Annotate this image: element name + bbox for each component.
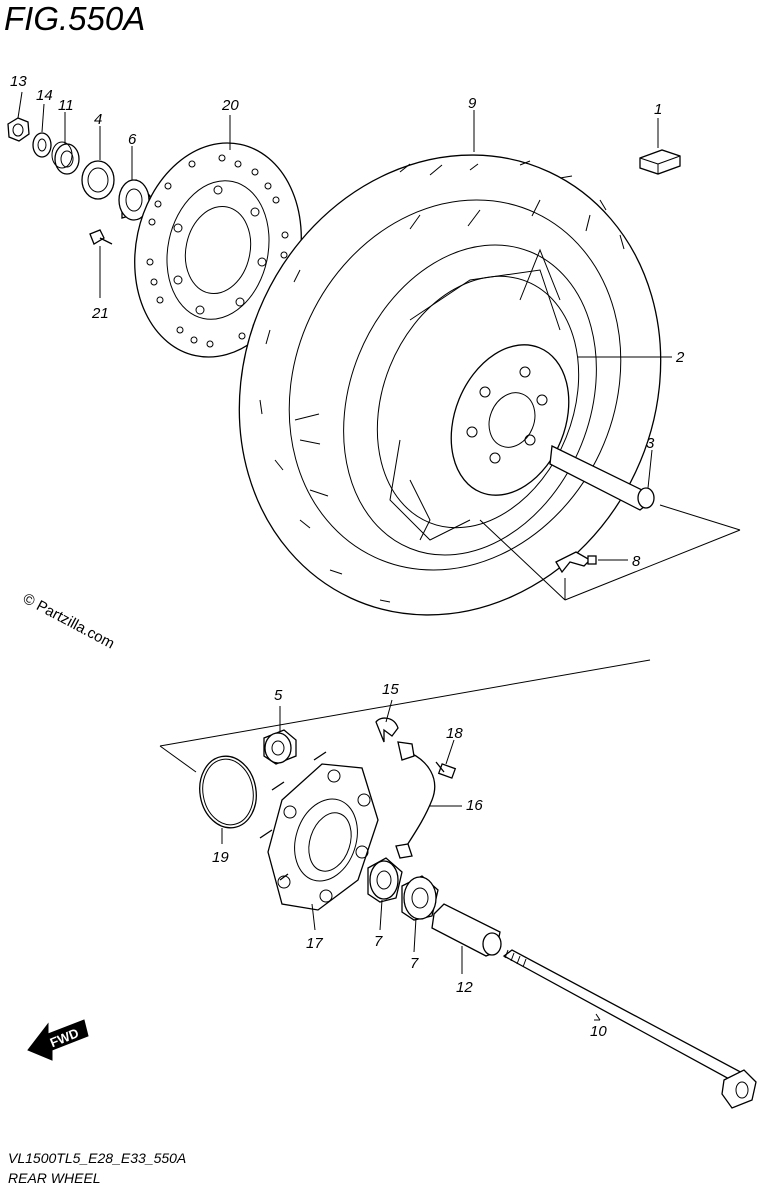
oil-seal-4[interactable] xyxy=(81,160,115,200)
callout-17: 17 xyxy=(306,935,323,952)
callout-19: 19 xyxy=(212,849,229,866)
callout-12: 12 xyxy=(456,979,473,996)
washer-14[interactable] xyxy=(32,132,52,158)
callout-18: 18 xyxy=(446,725,463,742)
wheel-rim-2[interactable] xyxy=(299,207,641,594)
wheel-hub xyxy=(450,344,570,496)
callout-5: 5 xyxy=(274,687,283,704)
callout-9: 9 xyxy=(468,95,477,112)
leader-lines-lower xyxy=(221,699,601,1021)
fwd-label: FWD xyxy=(48,1025,81,1050)
axle-nut-13[interactable] xyxy=(7,117,30,142)
brake-disc-20[interactable] xyxy=(115,127,320,372)
bearing-7-left[interactable] xyxy=(367,857,403,903)
valve-8[interactable] xyxy=(555,551,597,574)
balancer-1[interactable] xyxy=(639,149,681,175)
callout-14: 14 xyxy=(36,87,53,104)
callout-8: 8 xyxy=(632,553,641,570)
model-code: VL1500TL5_E28_E33_550A xyxy=(8,1150,187,1166)
callout-6: 6 xyxy=(128,131,137,148)
bearing-5[interactable] xyxy=(263,729,297,765)
leader-lines-upper xyxy=(17,91,741,601)
callout-21: 21 xyxy=(91,305,109,322)
figure-title: FIG.550A xyxy=(4,0,146,37)
o-ring-19[interactable] xyxy=(194,752,262,833)
callout-13: 13 xyxy=(10,73,27,90)
callout-20: 20 xyxy=(221,97,239,114)
callout-15: 15 xyxy=(382,681,399,698)
callout-16: 16 xyxy=(466,797,483,814)
tire-9[interactable] xyxy=(165,85,735,684)
callout-labels: 13 14 11 4 6 20 9 1 21 2 3 8 5 15 18 16 … xyxy=(10,73,685,1040)
callout-2: 2 xyxy=(675,349,685,366)
sensor-ring-16[interactable] xyxy=(395,741,436,859)
disc-bolt-21[interactable] xyxy=(89,229,113,245)
callout-11: 11 xyxy=(58,97,74,114)
axle-10[interactable] xyxy=(502,949,757,1109)
callout-1: 1 xyxy=(654,101,662,118)
callout-3: 3 xyxy=(646,435,655,452)
sprocket-hub-17[interactable] xyxy=(259,751,379,911)
spacer-3[interactable] xyxy=(549,445,655,511)
callout-7b: 7 xyxy=(410,955,419,972)
bearing-6[interactable] xyxy=(118,179,151,221)
clip-15[interactable] xyxy=(375,717,399,743)
callout-10: 10 xyxy=(590,1023,607,1040)
bolt-18[interactable] xyxy=(435,761,457,779)
callout-4: 4 xyxy=(94,111,102,128)
fwd-arrow: FWD xyxy=(27,1019,89,1061)
assembly-guide-lines xyxy=(159,659,651,773)
spacer-12[interactable] xyxy=(431,903,502,957)
collar-11[interactable] xyxy=(51,141,80,175)
bearing-7-right[interactable] xyxy=(401,875,439,921)
section-name: REAR WHEEL xyxy=(8,1170,101,1186)
callout-7a: 7 xyxy=(374,933,383,950)
